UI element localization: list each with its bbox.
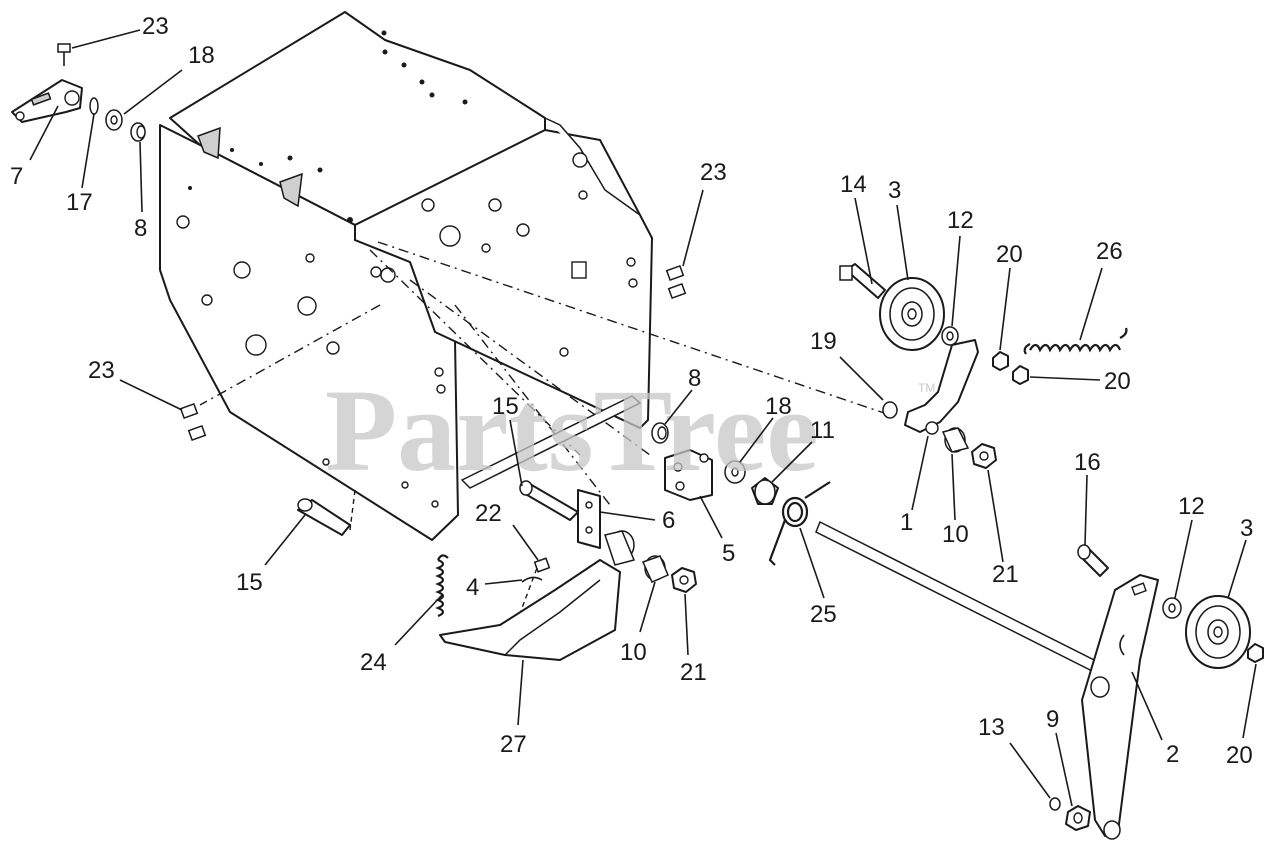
part-22-clip bbox=[533, 557, 551, 573]
part-1-arm bbox=[904, 339, 979, 435]
watermark-text: PartsTree bbox=[325, 365, 819, 496]
callout-1: 1 bbox=[900, 509, 913, 536]
callout-22: 22 bbox=[475, 500, 502, 527]
part-13-clip bbox=[1049, 797, 1061, 811]
part-16-bolt bbox=[1077, 544, 1109, 577]
callout-26: 26 bbox=[1096, 238, 1123, 265]
callout-18: 18 bbox=[765, 393, 792, 420]
part-23-right-bolts bbox=[665, 264, 687, 300]
part-12-spacer-upper bbox=[941, 326, 959, 346]
callout-8: 8 bbox=[134, 215, 147, 242]
part-11-spacer bbox=[751, 477, 779, 505]
callout-10: 10 bbox=[942, 521, 969, 548]
part-10-bushing-lower bbox=[641, 555, 669, 583]
part-23-left-bolts bbox=[179, 402, 207, 442]
callout-15: 15 bbox=[492, 393, 519, 420]
callout-20: 20 bbox=[1226, 742, 1253, 769]
watermark-tm: TM bbox=[918, 381, 935, 395]
part-27-pedal bbox=[439, 530, 636, 661]
callout-11: 11 bbox=[810, 417, 835, 444]
part-20-nut-upper-b bbox=[1012, 365, 1029, 385]
part-18-washer-mid bbox=[724, 460, 746, 484]
part-2-arm bbox=[1081, 574, 1159, 840]
callout-17: 17 bbox=[66, 189, 93, 216]
part-25-torsion-spring bbox=[768, 481, 831, 566]
part-21-nut-upper bbox=[971, 443, 997, 469]
callout-20: 20 bbox=[996, 241, 1023, 268]
part-6-plate bbox=[577, 489, 601, 549]
callout-12: 12 bbox=[947, 207, 974, 234]
part-5-bracket bbox=[664, 449, 713, 501]
part-15-pin-left bbox=[297, 498, 351, 536]
callout-19: 19 bbox=[810, 328, 837, 355]
callout-numbers: 23 18 7 17 8 23 23 15 15 8 18 11 6 5 22 … bbox=[10, 13, 1253, 769]
callout-3: 3 bbox=[888, 177, 901, 204]
part-4-hook bbox=[521, 576, 543, 583]
callout-21: 21 bbox=[992, 561, 1019, 588]
callout-4: 4 bbox=[466, 574, 479, 601]
part-23-top-bolt bbox=[57, 43, 71, 66]
callout-13: 13 bbox=[978, 714, 1005, 741]
callout-16: 16 bbox=[1074, 449, 1101, 476]
callout-7: 7 bbox=[10, 163, 23, 190]
callout-25: 25 bbox=[810, 601, 837, 628]
callout-14: 14 bbox=[840, 171, 867, 198]
callout-23: 23 bbox=[700, 159, 727, 186]
part-3-pulley-upper bbox=[879, 277, 945, 351]
callout-23: 23 bbox=[88, 357, 115, 384]
part-24-spring bbox=[435, 554, 449, 618]
callout-18: 18 bbox=[188, 42, 215, 69]
part-17-ring bbox=[89, 97, 99, 115]
part-18-washer-top bbox=[105, 109, 123, 131]
callout-6: 6 bbox=[662, 507, 675, 534]
callout-8: 8 bbox=[688, 365, 701, 392]
part-8-bushing-top bbox=[130, 122, 146, 142]
part-10-bushing-upper bbox=[941, 427, 970, 453]
part-19-washer bbox=[882, 401, 898, 419]
leader-lines bbox=[29, 29, 1257, 807]
assembly-guide-lines bbox=[199, 241, 891, 641]
part-21-nut-lower bbox=[671, 567, 697, 593]
callout-21: 21 bbox=[680, 659, 707, 686]
callout-20: 20 bbox=[1104, 368, 1131, 395]
part-12-spacer-lower bbox=[1162, 597, 1182, 619]
part-7-arm bbox=[11, 79, 83, 123]
callout-2: 2 bbox=[1166, 741, 1179, 768]
part-9-spacer bbox=[1065, 805, 1091, 831]
part-20-nut-lower bbox=[1247, 643, 1264, 663]
frame-housing bbox=[159, 11, 653, 541]
part-3-pulley-lower bbox=[1185, 595, 1251, 669]
callout-24: 24 bbox=[360, 649, 387, 676]
callout-12: 12 bbox=[1178, 493, 1205, 520]
part-8-bushing-mid bbox=[651, 422, 669, 444]
callout-9: 9 bbox=[1046, 706, 1059, 733]
part-14-bolt bbox=[839, 263, 886, 299]
part-26-spring bbox=[1023, 327, 1128, 355]
callout-23: 23 bbox=[142, 13, 169, 40]
callout-5: 5 bbox=[722, 540, 735, 567]
callout-3: 3 bbox=[1240, 515, 1253, 542]
callout-27: 27 bbox=[500, 731, 527, 758]
callout-15: 15 bbox=[236, 569, 263, 596]
part-20-nut-upper-a bbox=[992, 351, 1009, 371]
callout-10: 10 bbox=[620, 639, 647, 666]
